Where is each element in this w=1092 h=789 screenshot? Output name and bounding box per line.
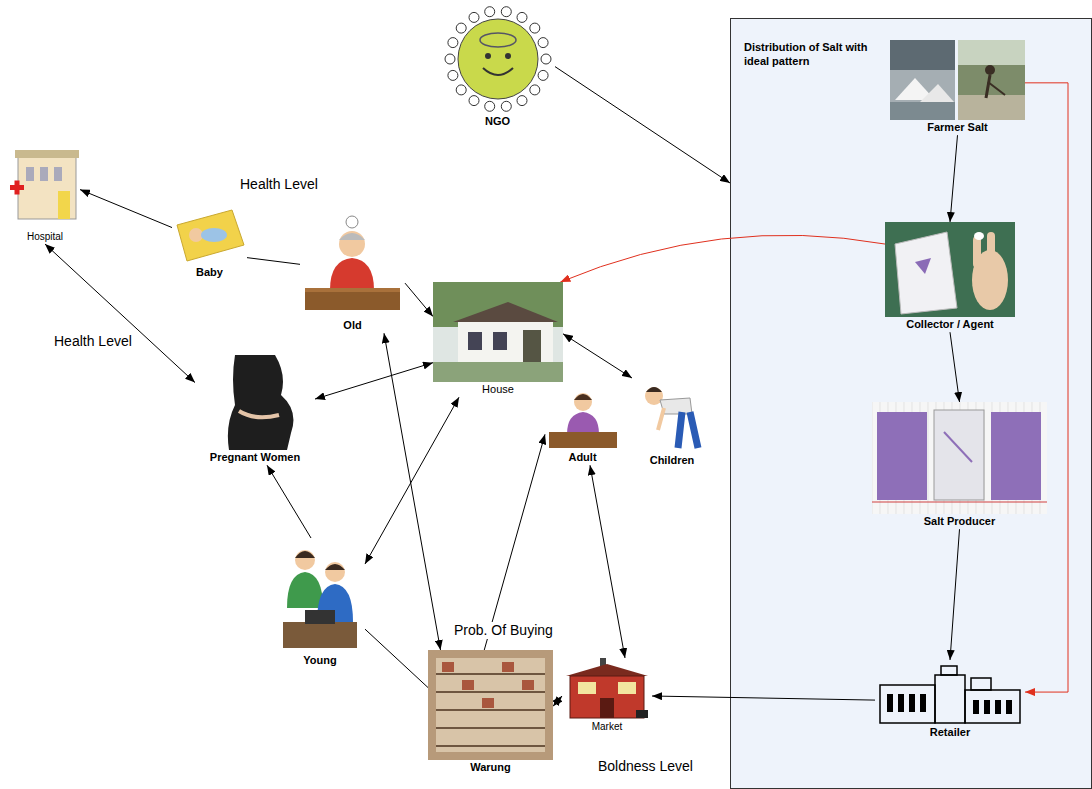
node-label: House [480, 382, 516, 397]
connector [267, 465, 311, 538]
collector-photo [885, 222, 1015, 317]
node-label: Hospital [25, 230, 65, 244]
node-label: Farmer Salt [925, 120, 990, 135]
connector [950, 135, 958, 222]
ngo-logo [443, 4, 553, 114]
connector [405, 283, 433, 316]
node-label: Pregnant Women [208, 450, 302, 465]
entity-node: Retailer [875, 660, 1025, 740]
node-label: Collector / Agent [904, 317, 996, 332]
connector [950, 529, 960, 660]
house-photo [433, 282, 563, 382]
warung-photo [428, 650, 553, 760]
free-label: Health Level [52, 333, 134, 350]
node-label: Salt Producer [922, 514, 998, 529]
connector [484, 434, 545, 650]
node-label: Young [301, 653, 338, 668]
producer-photo [872, 402, 1047, 514]
panel-heading: Distribution of Salt with ideal pattern [744, 40, 884, 69]
entity-node: Salt Producer [872, 402, 1047, 529]
young-icon [275, 538, 365, 653]
connector [555, 67, 730, 183]
node-label: Old [341, 318, 363, 333]
entity-node: Farmer Salt [890, 40, 1025, 135]
baby-icon [172, 205, 247, 265]
connector [45, 244, 195, 383]
entity-node: Warung [428, 650, 553, 775]
connector [652, 696, 875, 700]
old-icon [300, 208, 405, 318]
node-label: Baby [194, 265, 225, 280]
connector [247, 258, 300, 265]
entity-node: Children [632, 368, 712, 468]
connector [384, 333, 441, 650]
retailer-icon [875, 660, 1025, 725]
connector [80, 190, 172, 228]
free-label: Prob. Of Buying [452, 622, 555, 639]
entity-node: Baby [172, 205, 247, 280]
adult-icon [545, 388, 620, 450]
farmer-photo [890, 40, 1025, 120]
free-label: Health Level [238, 176, 320, 193]
hospital-icon [10, 145, 80, 230]
entity-node: Hospital [10, 145, 80, 244]
node-label: Retailer [928, 725, 972, 740]
connector [365, 397, 459, 564]
entity-node: House [433, 282, 563, 397]
node-label: NGO [483, 114, 512, 129]
connector [553, 696, 562, 706]
connector [365, 629, 428, 687]
entity-node: NGO [440, 4, 555, 129]
red-connector [1025, 83, 1068, 692]
free-label: Boldness Level [596, 758, 695, 775]
entity-node: Old [300, 208, 405, 333]
connector [315, 363, 433, 399]
connector [950, 332, 960, 402]
pregnant-photo [195, 355, 315, 450]
entity-node: Pregnant Women [195, 355, 315, 465]
red-connector [560, 235, 885, 282]
node-label: Warung [468, 760, 513, 775]
market-icon [562, 658, 652, 720]
node-label: Market [590, 720, 625, 734]
group-panel: Distribution of Salt with ideal patternF… [730, 18, 1092, 789]
entity-node: Collector / Agent [885, 222, 1015, 332]
node-label: Adult [566, 450, 598, 465]
children-icon [632, 368, 712, 453]
entity-node: Young [275, 538, 365, 668]
node-label: Children [648, 453, 697, 468]
entity-node: Market [562, 658, 652, 734]
connector [563, 334, 632, 378]
entity-node: Adult [545, 388, 620, 465]
connector [590, 465, 625, 658]
